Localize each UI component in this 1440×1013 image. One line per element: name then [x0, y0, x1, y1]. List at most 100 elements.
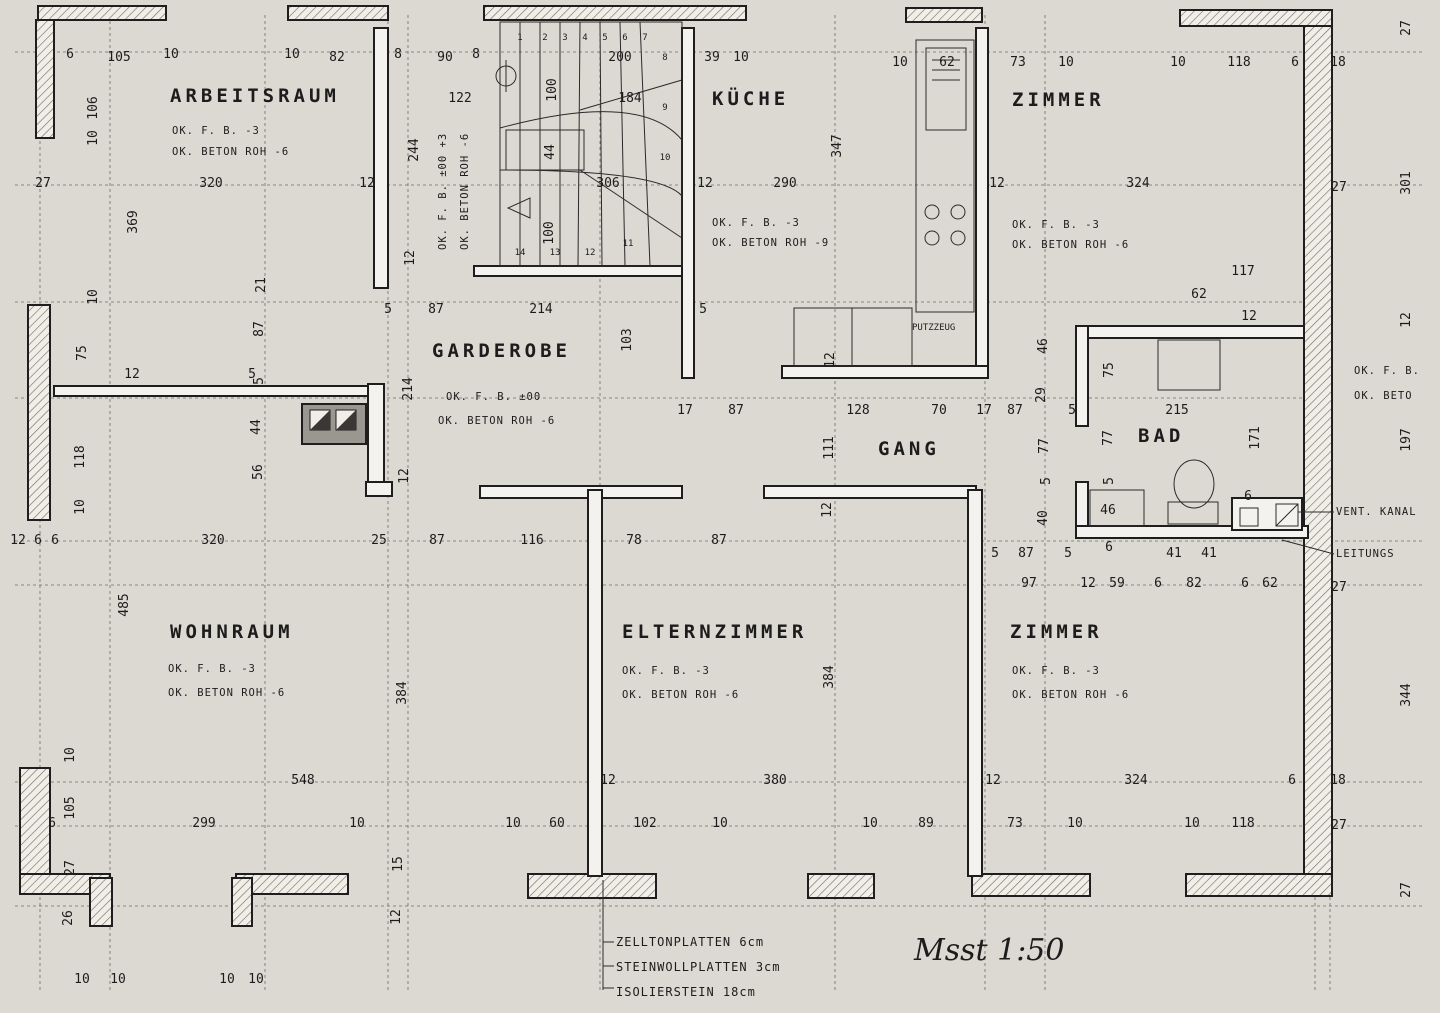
- dimension-number: 8: [394, 47, 402, 62]
- dimension-number: 548: [291, 773, 314, 788]
- dimension-number: 12: [697, 176, 713, 191]
- dimension-number: 6: [51, 533, 59, 548]
- dimension-number: 244: [407, 138, 422, 162]
- dimension-number: 12: [359, 176, 375, 191]
- dimension-number: 102: [633, 816, 656, 831]
- dimension-number: 10: [1058, 55, 1074, 70]
- dimension-number: 347: [830, 134, 845, 157]
- legend-item-steinwolle: STEINWOLLPLATTEN 3cm: [616, 960, 781, 974]
- dimension-number: 128: [846, 403, 869, 418]
- dimension-number: 10: [712, 816, 728, 831]
- dimension-number: 41: [1201, 546, 1217, 561]
- dimension-number: 29: [1034, 387, 1049, 403]
- dimension-number: 60: [549, 816, 565, 831]
- stair-step-number: 4: [582, 33, 587, 43]
- dimension-number: 12: [600, 773, 616, 788]
- dimension-number: 8: [472, 47, 480, 62]
- dimension-number: 10: [110, 972, 126, 987]
- dimension-number: 384: [395, 681, 410, 705]
- dimension-number: 12: [403, 250, 418, 266]
- dimension-number: 87: [1018, 546, 1034, 561]
- dimension-number: 56: [251, 464, 266, 480]
- stair-step-number: 13: [550, 248, 561, 258]
- dimension-number: 27: [63, 860, 78, 876]
- dimension-number: 10: [892, 55, 908, 70]
- dimension-number: 6: [66, 47, 74, 62]
- dimension-number: 59: [1109, 576, 1125, 591]
- dimension-number: 12: [124, 367, 140, 382]
- room-spec-arbeitsraum-1: OK. F. B. -3: [172, 125, 260, 137]
- dimension-number: 10: [733, 50, 749, 65]
- kitchen-fixtures: [793, 39, 975, 367]
- dimension-number: 324: [1124, 773, 1148, 788]
- exterior-walls: [19, 5, 1333, 927]
- dimension-number: 485: [117, 593, 132, 616]
- dimension-number: 118: [1227, 55, 1250, 70]
- label-leitungs: LEITUNGS: [1336, 548, 1395, 560]
- dimension-number: 18: [1330, 773, 1346, 788]
- dimension-number: 27: [1331, 580, 1347, 595]
- dimension-number: 103: [620, 328, 635, 351]
- stair-spec-1: OK. F. B. ±00 +3: [437, 133, 449, 250]
- dimension-number: 10: [73, 499, 88, 515]
- dimension-number: 5: [384, 302, 392, 317]
- room-spec-garderobe-2: OK. BETON ROH -6: [438, 415, 555, 427]
- dimension-number: 320: [201, 533, 224, 548]
- dimension-number: 12: [823, 352, 838, 368]
- dimension-number: 62: [1262, 576, 1278, 591]
- room-spec-kueche-1: OK. F. B. -3: [712, 217, 800, 229]
- dimension-number: 116: [520, 533, 543, 548]
- dimension-number: 12: [10, 533, 26, 548]
- dimension-number: 117: [1231, 264, 1254, 279]
- dimension-number: 90: [437, 50, 453, 65]
- right-edge-spec-2: OK. BETO: [1354, 390, 1413, 402]
- bathroom-fixtures: [1089, 339, 1299, 527]
- room-spec-wohnraum-2: OK. BETON ROH -6: [168, 687, 285, 699]
- dimension-number: 87: [728, 403, 744, 418]
- dimension-number: 6: [1291, 55, 1299, 70]
- dimension-number: 62: [939, 55, 955, 70]
- dimension-number: 17: [976, 403, 992, 418]
- stair-step-number: 1: [517, 33, 522, 43]
- dimension-number: 5: [1102, 477, 1117, 485]
- dimension-number: 10: [284, 47, 300, 62]
- dimension-number: 106: [86, 96, 101, 119]
- dimension-number: 12: [820, 502, 835, 518]
- interior-walls: [53, 27, 1309, 877]
- dimension-number: 27: [1399, 882, 1414, 898]
- legend-item-isolierstein: ISOLIERSTEIN 18cm: [616, 985, 756, 999]
- room-label-kueche: KÜCHE: [712, 86, 789, 110]
- scale-annotation: Msst 1:50: [913, 933, 1064, 968]
- room-spec-elternzimmer-2: OK. BETON ROH -6: [622, 689, 739, 701]
- dimension-number: 12: [397, 468, 412, 484]
- dimension-number: 97: [1021, 576, 1037, 591]
- stair-step-number: 3: [562, 33, 567, 43]
- dimension-number: 18: [1330, 55, 1346, 70]
- dimension-number: 12: [985, 773, 1001, 788]
- dimension-number: 75: [75, 345, 90, 361]
- dimension-number: 12: [1080, 576, 1096, 591]
- staircase: [495, 21, 683, 267]
- dimension-number: 6: [48, 816, 56, 831]
- dimension-number: 10: [1170, 55, 1186, 70]
- stair-step-number: 6: [622, 33, 627, 43]
- room-spec-kueche-2: OK. BETON ROH -9: [712, 237, 829, 249]
- material-legend: ZELLTONPLATTEN 6cm STEINWOLLPLATTEN 3cm …: [602, 880, 781, 999]
- dimension-number: 17: [677, 403, 693, 418]
- room-spec-wohnraum-1: OK. F. B. -3: [168, 663, 256, 675]
- dimension-number: 290: [773, 176, 796, 191]
- stair-step-number: 2: [542, 33, 547, 43]
- dimension-number: 5: [252, 377, 267, 385]
- dimension-number: 21: [254, 277, 269, 293]
- dimension-number: 5: [1068, 403, 1076, 418]
- dimension-number: 6: [1105, 540, 1113, 555]
- dimension-number: 100: [542, 221, 557, 244]
- room-label-arbeitsraum: ARBEITSRAUM: [170, 85, 340, 107]
- dimension-number: 62: [1191, 287, 1207, 302]
- dimension-number: 5: [248, 367, 256, 382]
- dimension-number: 10: [74, 972, 90, 987]
- dimension-number: 87: [428, 302, 444, 317]
- dimension-number: 5: [1064, 546, 1072, 561]
- dimension-number: 6: [1244, 489, 1252, 504]
